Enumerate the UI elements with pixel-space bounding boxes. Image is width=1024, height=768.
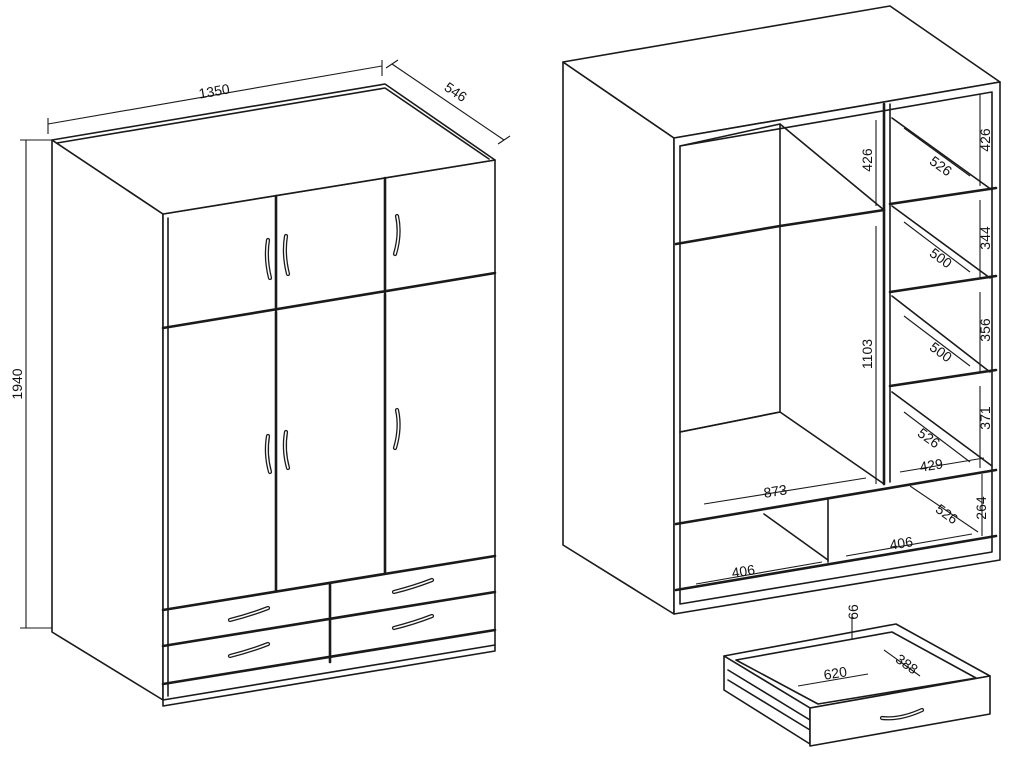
plinth [162,644,496,707]
lower-shelf [674,468,998,526]
side-shelf-1 [888,186,998,206]
open-side-panel [562,61,675,615]
shelf-height-label: 344 [977,226,993,250]
drawer-detail: 66 620 388 [723,604,991,747]
width-dimension: 1350 [47,60,383,134]
drawer-inner-width-label: 620 [822,663,848,682]
hanging-bottom [679,411,885,485]
dim-line [909,485,979,533]
hanging-height-label: 1103 [859,339,875,369]
height-dimension: 1940 [9,139,52,629]
drawer-width-label: 406 [888,533,914,552]
wardrobe-side-panel [51,139,164,701]
hanging-shelf [674,208,886,246]
side-shelf-3 [888,368,998,388]
dim-line [903,411,971,463]
drawer-front [809,675,991,747]
base-line [674,534,998,592]
shelf-height-label: 264 [973,496,989,520]
dim-line [903,221,971,273]
hanging-shelf-depth [779,123,885,211]
shelf-height-label: 426 [859,148,875,172]
drawer-runner [727,669,811,731]
dim-line [797,673,869,687]
dim-line [899,457,985,473]
dim-line [903,315,971,367]
dim-line [695,561,823,585]
dim-line [703,477,867,505]
top-edge-line [56,87,490,160]
dim-line [845,533,973,557]
open-wardrobe: 426 426 344 356 371 264 526 500 500 526 … [562,5,1001,615]
dim-line [903,127,971,177]
height-label: 1940 [9,368,25,399]
shelf-depth-lines [891,117,993,467]
upper-band-divider [161,271,497,330]
closed-wardrobe: 1350 546 1940 [9,59,511,707]
lower-divider [763,499,829,563]
shelf-height-label: 426 [977,128,993,152]
shelf-height-label: 371 [977,406,993,430]
shelf-height-label: 356 [977,318,993,342]
width-label: 1350 [197,81,231,102]
drawer-width-label: 406 [730,561,756,580]
dim-line [883,649,921,677]
rail-width-label: 873 [762,481,788,500]
wardrobe-top [51,83,496,215]
interior-back [679,91,993,605]
drawer-height-label: 66 [845,604,861,620]
bottom-shelf-width-label: 429 [918,455,944,474]
side-shelf-2 [888,274,998,294]
